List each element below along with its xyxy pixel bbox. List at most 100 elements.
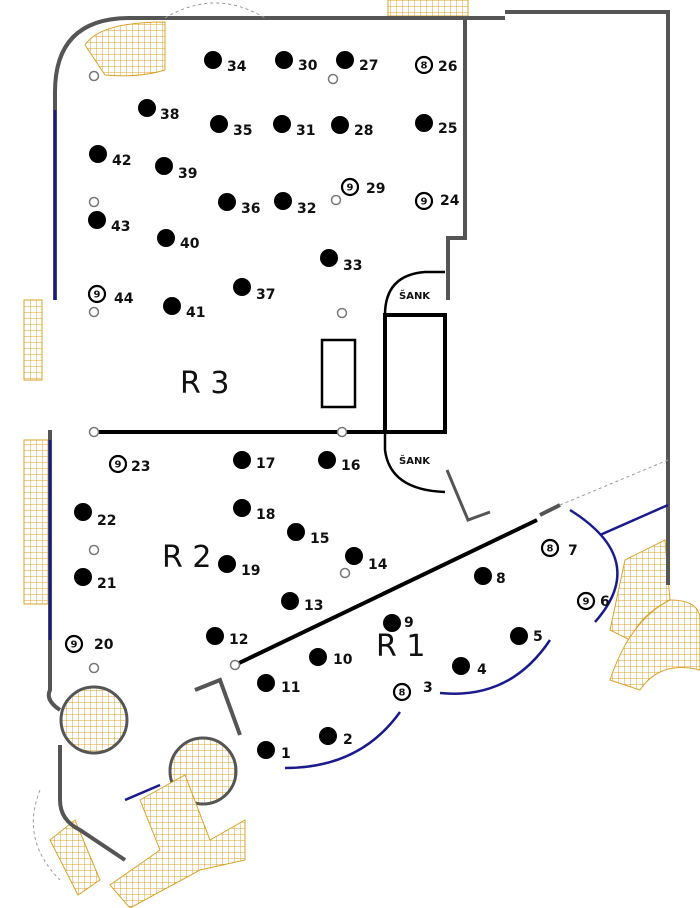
- bar-upper-arc: [383, 270, 445, 316]
- table-number: 12: [229, 632, 248, 648]
- table-number: 20: [94, 637, 114, 653]
- seat-count: 8: [421, 61, 428, 72]
- table-42[interactable]: 42: [89, 145, 131, 169]
- table-number: 19: [241, 563, 260, 579]
- table-number: 43: [111, 219, 130, 235]
- bar-lower-arc: [383, 432, 446, 494]
- table-number: 10: [333, 652, 353, 668]
- table-number: 36: [241, 201, 260, 217]
- table-number: 26: [438, 59, 457, 75]
- table-dot-icon: [474, 567, 492, 585]
- bar-counter: [383, 313, 447, 434]
- table-30[interactable]: 30: [275, 51, 318, 74]
- table-25[interactable]: 25: [415, 114, 457, 137]
- table-1[interactable]: 1: [257, 741, 291, 762]
- table-34[interactable]: 34: [204, 51, 247, 75]
- table-28[interactable]: 28: [331, 116, 373, 139]
- table-36[interactable]: 36: [218, 193, 260, 217]
- table-dot-icon: [204, 51, 222, 69]
- table-44[interactable]: 9 44: [87, 284, 134, 307]
- table-15[interactable]: 15: [287, 523, 329, 547]
- table-number: 29: [366, 181, 385, 197]
- bar-gate: [445, 469, 491, 522]
- round-table-icon: [340, 177, 360, 197]
- column-icon: [88, 662, 100, 674]
- table-14[interactable]: 14: [345, 547, 388, 573]
- table-5[interactable]: 5: [510, 627, 543, 645]
- table-number: 27: [359, 58, 378, 74]
- table-37[interactable]: 37: [233, 278, 275, 303]
- table-35[interactable]: 35: [210, 115, 252, 139]
- table-13[interactable]: 13: [281, 592, 323, 614]
- stair-bottom-left: [49, 819, 101, 896]
- table-11[interactable]: 11: [257, 674, 300, 696]
- table-18[interactable]: 18: [233, 499, 275, 523]
- table-number: 44: [114, 291, 134, 307]
- table-16[interactable]: 16: [318, 451, 360, 474]
- table-dot-icon: [320, 249, 338, 267]
- table-dot-icon: [210, 115, 228, 133]
- bar-table: [320, 338, 357, 409]
- table-number: 8: [496, 571, 506, 587]
- columns: [88, 70, 351, 674]
- table-17[interactable]: 17: [233, 451, 275, 472]
- table-27[interactable]: 27: [336, 51, 378, 74]
- table-4[interactable]: 4: [452, 657, 487, 678]
- table-dot-icon: [88, 211, 106, 229]
- column-icon: [229, 659, 241, 671]
- round-table-icon: [576, 591, 596, 611]
- table-26[interactable]: 8 26: [414, 55, 457, 75]
- seat-count: 9: [94, 290, 101, 301]
- table-40[interactable]: 40: [157, 229, 200, 252]
- walls: [32, 2, 670, 881]
- table-dot-icon: [415, 114, 433, 132]
- seat-count: 9: [115, 460, 122, 471]
- table-10[interactable]: 10: [309, 648, 353, 668]
- table-41[interactable]: 41: [163, 297, 205, 321]
- table-9[interactable]: 9: [383, 614, 414, 632]
- column-icon: [336, 426, 348, 438]
- table-dot-icon: [233, 499, 251, 517]
- seat-count: 8: [547, 544, 554, 555]
- table-number: 34: [227, 59, 247, 75]
- column-icon: [88, 196, 100, 208]
- table-dot-icon: [163, 297, 181, 315]
- table-dot-icon: [233, 451, 251, 469]
- table-12[interactable]: 12: [206, 627, 248, 648]
- table-dot-icon: [273, 115, 291, 133]
- table-8[interactable]: 8: [474, 567, 506, 587]
- table-number: 4: [477, 662, 487, 678]
- table-number: 3: [423, 680, 433, 696]
- table-2[interactable]: 2: [319, 727, 353, 748]
- table-38[interactable]: 38: [138, 99, 179, 123]
- room-label-r2: R 2: [162, 540, 211, 575]
- table-number: 38: [160, 107, 179, 123]
- column-icon: [88, 306, 100, 318]
- table-43[interactable]: 43: [88, 211, 130, 235]
- table-number: 1: [281, 746, 291, 762]
- table-22[interactable]: 22: [74, 503, 116, 529]
- table-19[interactable]: 19: [218, 555, 260, 579]
- table-dot-icon: [155, 157, 173, 175]
- table-31[interactable]: 31: [273, 115, 315, 139]
- table-32[interactable]: 32: [274, 192, 316, 217]
- seat-count: 9: [421, 197, 428, 208]
- table-dot-icon: [345, 547, 363, 565]
- table-number: 42: [112, 153, 131, 169]
- table-33[interactable]: 33: [320, 249, 362, 274]
- table-39[interactable]: 39: [155, 157, 197, 182]
- table-number: 17: [256, 456, 275, 472]
- table-29[interactable]: 9 29: [340, 177, 385, 197]
- table-number: 13: [304, 598, 323, 614]
- seat-count: 9: [347, 183, 354, 194]
- table-21[interactable]: 21: [74, 568, 116, 592]
- partition-r1-r2: [234, 518, 538, 667]
- table-dot-icon: [233, 278, 251, 296]
